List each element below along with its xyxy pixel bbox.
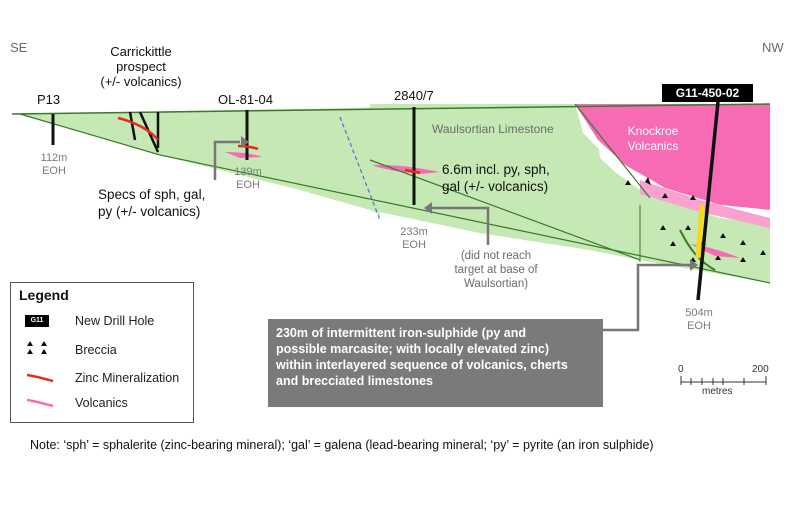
volcanic-lens-ol	[225, 152, 262, 158]
hole-label-g11-450-02: G11-450-02	[662, 84, 753, 102]
zinc-swatch	[26, 373, 54, 383]
waulsortian-label: Waulsortian Limestone	[432, 122, 554, 136]
target-line-3: Waulsortian)	[463, 278, 529, 290]
callout-line-1: 230m of intermittent iron-sulphide (py a…	[276, 326, 527, 340]
callout-line-2: possible marcasite; with locally elevate…	[276, 342, 550, 356]
knockroe-label: Knockroe Volcanics	[608, 124, 698, 154]
eoh-ol-text: EOH	[236, 179, 260, 191]
eoh-g11-text: EOH	[687, 320, 711, 332]
callout-arrow	[603, 263, 690, 332]
eoh-p13-text: EOH	[42, 165, 66, 177]
legend-item-breccia: Breccia	[75, 343, 117, 357]
footnote: Note: ‘sph’ = sphalerite (zinc-bearing m…	[30, 438, 654, 452]
knockroe-line-1: Knockroe	[627, 124, 679, 138]
specs-annotation: Specs of sph, gal, py (+/- volcanics)	[98, 186, 205, 220]
prospect-label: Carrickittle prospect (+/- volcanics)	[86, 44, 196, 89]
callout-line-4: and brecciated limestones	[276, 374, 434, 388]
green-vein	[679, 229, 716, 271]
intercept-annotation: 6.6m incl. py, sph, gal (+/- volcanics)	[442, 161, 550, 195]
eoh-p13: 112m EOH	[32, 152, 76, 178]
direction-nw: NW	[762, 40, 784, 55]
scale-max: 200	[752, 364, 769, 375]
legend-item-volcanics: Volcanics	[75, 396, 128, 410]
hole-label-p13: P13	[37, 92, 61, 107]
prospect-line-3: (+/- volcanics)	[100, 74, 182, 89]
target-arrow	[432, 206, 490, 245]
prospect-line-1: Carrickittle	[110, 44, 172, 59]
callout-arrow-head	[690, 259, 698, 271]
target-line-1: (did not reach	[460, 250, 532, 262]
eoh-g11: 504m EOH	[677, 307, 721, 333]
zinc-mineralization-ol	[237, 144, 259, 151]
zinc-mineralization-2840	[404, 168, 421, 175]
hole-label-ol-81-04: OL-81-04	[218, 92, 273, 107]
prospect-line-2: prospect	[116, 59, 166, 74]
drill-hole-prospect-1	[128, 111, 137, 141]
zinc-mineralization-prospect	[117, 116, 159, 141]
target-arrow-head	[424, 202, 432, 214]
legend-item-zinc: Zinc Mineralization	[75, 371, 180, 385]
legend-item-new-drill-hole: New Drill Hole	[75, 314, 155, 328]
knockroe-line-2: Volcanics	[627, 139, 679, 153]
g11-mineralized-interval	[695, 204, 705, 259]
scale-bar	[680, 376, 767, 385]
intercept-line-1: 6.6m incl. py, sph,	[442, 162, 550, 177]
callout-line-3: within interlayered sequence of volcanic…	[276, 358, 568, 372]
eoh-2840-text: EOH	[402, 239, 426, 251]
breccia-swatch	[27, 341, 47, 354]
dashed-fault	[339, 116, 381, 221]
upper-limestone-block	[370, 104, 770, 283]
scale-min: 0	[678, 364, 684, 375]
ground-surface	[11, 103, 771, 115]
hole-label-2840-7: 2840/7	[394, 88, 434, 103]
base-contact-west	[19, 113, 161, 156]
eoh-p13-depth: 112m	[40, 152, 68, 164]
legend-title: Legend	[19, 287, 69, 303]
target-annotation: (did not reach target at base of Waulsor…	[440, 249, 552, 291]
drill-hole-g11-450-02	[696, 101, 720, 301]
target-line-2: target at base of	[454, 264, 538, 276]
specs-arrow	[213, 140, 240, 180]
volcanic-band-lower	[640, 180, 770, 228]
fault-line	[574, 103, 651, 199]
direction-se: SE	[10, 40, 28, 55]
specs-line-2: py (+/- volcanics)	[98, 204, 201, 219]
volcanics-swatch	[26, 398, 54, 408]
callout-box: 230m of intermittent iron-sulphide (py a…	[268, 319, 603, 407]
knockroe-volcanics-unit	[575, 104, 770, 210]
specs-arrow-head	[241, 136, 249, 148]
eoh-2840-depth: 233m	[400, 226, 428, 238]
legend-box: Legend G11 New Drill Hole Breccia Zinc M…	[10, 282, 194, 423]
new-drill-hole-swatch: G11	[25, 315, 49, 327]
intercept-line-2: gal (+/- volcanics)	[442, 179, 549, 194]
eoh-2840-7: 233m EOH	[392, 226, 436, 252]
base-contact	[159, 154, 771, 284]
scale-unit: metres	[702, 386, 733, 397]
specs-line-1: Specs of sph, gal,	[98, 187, 206, 202]
eoh-ol-depth: 139m	[234, 166, 262, 178]
eoh-ol-81-04: 139m EOH	[226, 166, 270, 192]
eoh-g11-depth: 504m	[685, 307, 713, 319]
